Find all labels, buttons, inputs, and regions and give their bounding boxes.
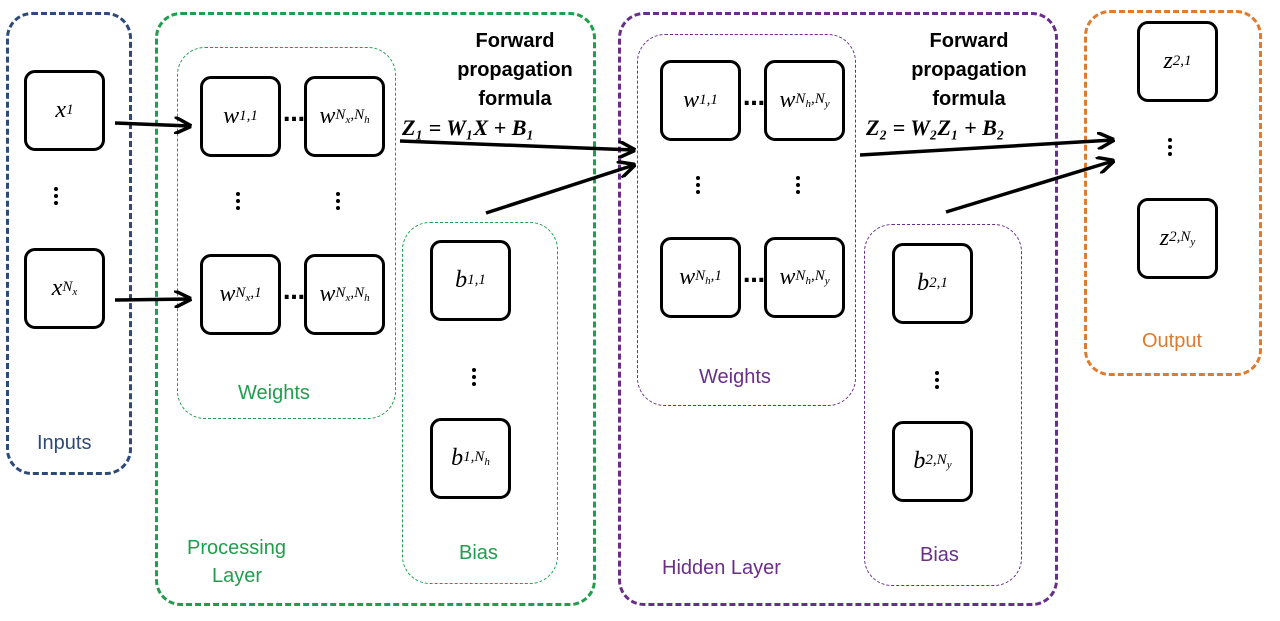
output-group	[1084, 10, 1262, 376]
weights-group-hidden	[637, 34, 856, 406]
formula-title-2-line3: formula	[932, 88, 1006, 110]
hidden-layer-label: Hidden Layer	[662, 557, 781, 579]
arrow-input-to-weights-top	[114, 123, 190, 126]
arrow-bias-to-hidden	[485, 165, 634, 215]
formula-title-2-line1: Forward	[929, 30, 1009, 52]
bias-group-processing	[402, 222, 558, 584]
inputs-vertical-ellipsis	[54, 187, 58, 205]
arrow-hidden-to-output	[859, 140, 1113, 157]
weights-group-processing	[177, 47, 396, 419]
bias-vertical-ellipsis	[472, 368, 476, 386]
formula-title-1: Forward propagation formula	[430, 27, 600, 114]
forward-formula-1: Z₁ = W₁X + B₁	[402, 115, 535, 140]
weights-horizontal-ellipsis: …	[743, 263, 765, 288]
formula-title-1-line1: Forward	[475, 30, 555, 52]
weights-horizontal-ellipsis: …	[283, 102, 305, 127]
inputs-group	[6, 12, 132, 475]
weights-vertical-ellipsis	[236, 192, 240, 210]
weights-horizontal-ellipsis: …	[743, 86, 765, 111]
processing-layer-group	[155, 12, 596, 606]
formula-title-2-line2: propagation	[911, 59, 1027, 81]
weights-label-hidden: Weights	[699, 366, 771, 388]
arrow-input-to-weights-bottom	[114, 299, 190, 300]
hidden-layer-group	[618, 12, 1058, 606]
inputs-label: Inputs	[37, 432, 92, 454]
arrow-bias2-to-output	[945, 161, 1113, 214]
arrow-weights-to-hidden	[399, 139, 634, 150]
weights-vertical-ellipsis	[696, 176, 700, 194]
weights-label-processing: Weights	[238, 382, 310, 404]
processing-layer-label-line2: Layer	[212, 565, 263, 587]
bias-label-processing: Bias	[459, 542, 498, 564]
bias-label-hidden: Bias	[920, 544, 959, 566]
output-label: Output	[1142, 330, 1203, 352]
weights-horizontal-ellipsis: …	[283, 280, 305, 305]
formula-title-1-line3: formula	[478, 88, 552, 110]
output-vertical-ellipsis	[1168, 138, 1172, 156]
formula-title-2: Forward propagation formula	[884, 27, 1054, 114]
weights-vertical-ellipsis	[796, 176, 800, 194]
formula-title-1-line2: propagation	[457, 59, 573, 81]
processing-layer-label-line1: Processing	[187, 537, 286, 559]
weights-vertical-ellipsis	[336, 192, 340, 210]
processing-layer-label: Processing Layer	[187, 534, 286, 590]
bias-vertical-ellipsis	[935, 371, 939, 389]
bias-group-hidden	[864, 224, 1022, 586]
forward-formula-2: Z₂ = W₂Z₁ + B₂	[866, 115, 1005, 140]
